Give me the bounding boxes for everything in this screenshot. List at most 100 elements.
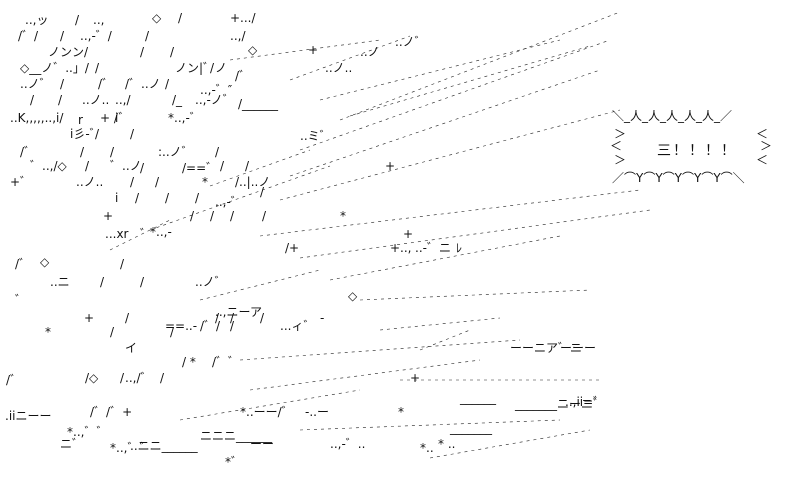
ascii-fragment: ______ <box>460 391 496 405</box>
ascii-fragment: ◇ <box>248 43 258 57</box>
ascii-fragment: /゛ <box>15 257 32 271</box>
ascii-fragment: /゛/゛+ <box>90 405 133 419</box>
ascii-fragment: ーー <box>250 437 275 451</box>
bubble-left-mark: ＞ <box>614 127 627 141</box>
ascii-fragment: ..,-ノ゛ <box>195 93 235 107</box>
ascii-fragment: ニ゛ <box>60 437 85 451</box>
ascii-fragment: ..ノ゛ <box>395 35 427 49</box>
ascii-fragment: /゛ <box>235 69 252 83</box>
ascii-fragment: ..ノ゛ <box>20 77 52 91</box>
ascii-fragment: ..,-゛/ <box>80 29 112 43</box>
ascii-fragment: +.., <box>390 241 412 255</box>
ascii-fragment: * <box>202 175 208 189</box>
ascii-fragment: ..,ッ <box>25 13 49 27</box>
ascii-fragment: -..ー <box>305 405 329 419</box>
bubble-shout-text: 三！！！！ <box>657 143 737 159</box>
ascii-fragment: / <box>230 311 235 325</box>
ascii-fragment: / <box>245 159 250 173</box>
ascii-fragment: / * <box>182 355 196 369</box>
ascii-fragment: / <box>230 209 235 223</box>
speed-line <box>179 389 361 421</box>
ascii-fragment: /゛..ノ <box>125 77 161 91</box>
ascii-fragment: / <box>195 191 200 205</box>
speed-line <box>249 359 481 391</box>
ascii-fragment: /゛ <box>6 373 23 387</box>
ascii-fragment: /゛/ <box>200 319 221 333</box>
bubble-left-mark: ＞ <box>614 153 627 167</box>
speed-line <box>379 317 501 331</box>
ascii-fragment: ..,-゛″ <box>200 83 233 97</box>
ascii-fragment: / <box>155 175 160 189</box>
speed-line <box>289 69 601 177</box>
ascii-fragment: / <box>110 145 115 159</box>
ascii-fragment: ..-゛ニ <box>415 241 451 255</box>
ascii-fragment: / <box>165 191 170 205</box>
ascii-fragment: / <box>215 145 220 159</box>
ascii-fragment: / <box>60 29 65 43</box>
ascii-fragment: / <box>210 61 215 75</box>
bubble-right-mark: ＞ <box>760 139 773 153</box>
ascii-fragment: *..,-゛ <box>168 111 202 125</box>
ascii-fragment: / <box>125 311 130 325</box>
ascii-fragment: / <box>75 13 80 27</box>
ascii-fragment: / <box>120 371 125 385</box>
ascii-fragment: * <box>45 325 51 339</box>
ascii-fragment: /_ <box>172 93 183 107</box>
ascii-fragment: ..ノ.. <box>76 175 104 189</box>
ascii-fragment: .., <box>93 13 105 27</box>
ascii-fragment: + <box>410 371 421 385</box>
ascii-fragment: ..ニ <box>50 275 70 289</box>
ascii-fragment: ...ィ゛ <box>280 319 316 333</box>
ascii-fragment: + <box>403 227 414 241</box>
ascii-fragment: * .. <box>438 437 456 451</box>
ascii-fragment: イ <box>125 341 138 355</box>
ascii-fragment: ゛..,/◇ <box>30 159 67 173</box>
ascii-fragment: *..,- <box>150 225 172 239</box>
ascii-fragment: .iiニーー <box>5 409 52 423</box>
ascii-fragment: *゛ <box>225 455 244 469</box>
ascii-fragment: /゛ <box>20 145 37 159</box>
ascii-fragment: / <box>110 325 115 339</box>
bubble-right-mark: ＜ <box>756 127 769 141</box>
ascii-fragment: ◇ <box>40 255 50 269</box>
ascii-fragment: + <box>308 43 319 57</box>
ascii-fragment: *..ーー/゛ <box>240 405 294 419</box>
ascii-fragment: /゛/ <box>18 29 39 43</box>
ascii-fragment: +.../ <box>230 11 256 25</box>
ascii-fragment: / <box>130 175 135 189</box>
ascii-fragment: / <box>160 371 165 385</box>
ascii-fragment: i彡-゛ <box>70 127 102 141</box>
ascii-fragment: r <box>78 113 83 127</box>
ascii-fragment: / <box>140 45 145 59</box>
ascii-fragment: / <box>130 127 135 141</box>
ascii-fragment: ==..- <box>165 319 198 333</box>
ascii-fragment: ゛ <box>15 293 28 307</box>
ascii-fragment: * <box>398 405 404 419</box>
ascii-fragment: ..,-゛ <box>215 195 243 209</box>
ascii-fragment: /..|..ノ <box>235 175 271 189</box>
ascii-fragment: ーーー <box>560 341 597 355</box>
speed-line <box>289 35 411 81</box>
ascii-fragment: ..,/ <box>230 29 246 43</box>
ascii-fragment: /◇ <box>85 371 99 385</box>
ascii-fragment: / <box>135 191 140 205</box>
ascii-fragment: ..,ニーア <box>215 305 262 319</box>
speed-line <box>299 39 611 151</box>
ascii-fragment: / <box>215 311 220 325</box>
ascii-fragment: +゛ <box>10 175 33 189</box>
ascii-fragment: / <box>120 257 125 271</box>
ascii-fragment: + <box>103 209 114 223</box>
ascii-fragment: ..,ii=゛ <box>565 395 606 409</box>
bubble-right-mark: ＜ <box>756 153 769 167</box>
speed-line <box>339 11 621 121</box>
speed-line <box>259 189 641 237</box>
speed-line <box>319 39 561 101</box>
speed-line <box>359 289 591 301</box>
ascii-fragment: ...xr <box>105 227 129 241</box>
ascii-fragment: / <box>170 325 175 339</box>
ascii-fragment: ーーニア゛ニ <box>510 341 583 355</box>
ascii-fragment: ◇ <box>152 11 162 25</box>
speed-line <box>279 109 621 201</box>
ascii-fragment: / <box>80 145 85 159</box>
